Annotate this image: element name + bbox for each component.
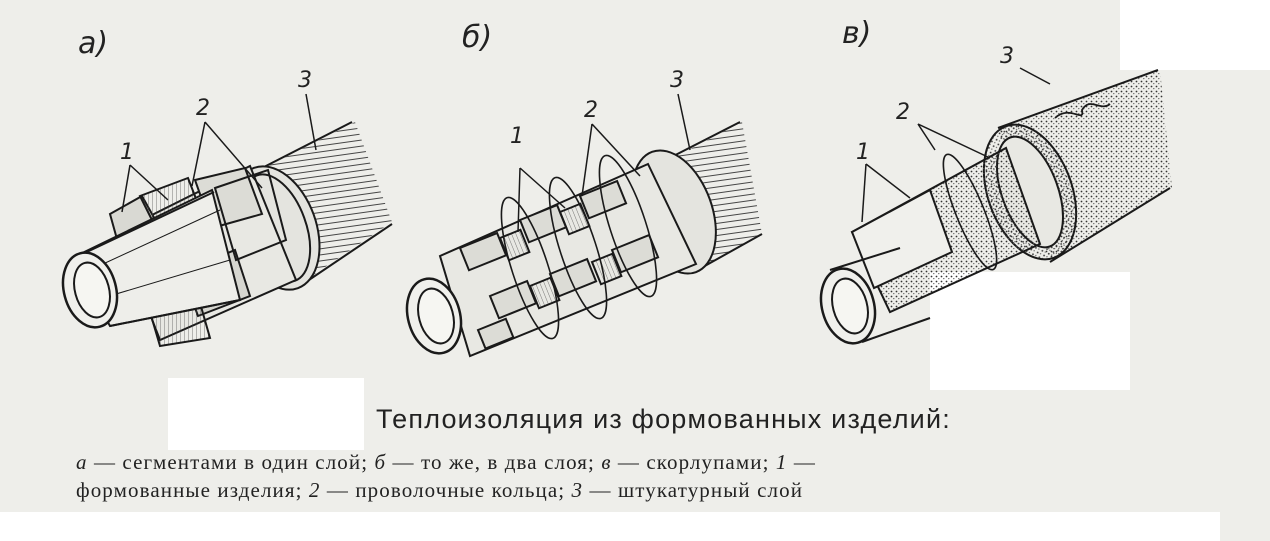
panel-b-callout-1: 1 <box>510 124 524 149</box>
legend-text-1: формованные изделия; <box>76 478 309 502</box>
panel-a-drawing <box>61 93 393 348</box>
caption-title: Теплоизоляция из формованных изделий: <box>376 404 951 434</box>
scan-patch <box>0 512 1220 541</box>
panel-v-callout-1: 1 <box>856 140 870 165</box>
legend-key-a: а <box>76 450 88 474</box>
scan-patch <box>1120 0 1270 70</box>
panel-a-callout-3: 3 <box>298 68 312 93</box>
legend-key-b: б <box>374 450 387 474</box>
panel-b-drawing <box>405 93 763 358</box>
panel-b-callout-3: 3 <box>670 68 684 93</box>
legend-text-b: — то же, в два слоя; <box>386 450 602 474</box>
panel-v-label: в) <box>842 16 872 51</box>
panel-v-callout-2: 2 <box>896 100 910 125</box>
caption-line-1: а — сегментами в один слой; б — то же, в… <box>76 450 816 475</box>
scan-patch <box>930 272 1130 390</box>
panel-a-callout-2: 2 <box>196 96 210 121</box>
scan-patch <box>168 378 364 450</box>
panel-b-callout-2: 2 <box>584 98 598 123</box>
legend-key-v: в <box>601 450 612 474</box>
legend-key-1: 1 <box>775 450 788 474</box>
legend-text-1-dash: — <box>787 450 816 474</box>
legend-key-2: 2 <box>308 478 321 502</box>
panel-a-callout-1: 1 <box>120 140 134 165</box>
panel-a-label: а) <box>78 26 109 61</box>
panel-b-label: б) <box>462 20 493 55</box>
legend-text-v: — скорлупами; <box>611 450 776 474</box>
legend-text-2: — проволочные кольца; <box>320 478 572 502</box>
legend-text-3: — штукатурный слой <box>583 478 804 502</box>
legend-key-3: 3 <box>571 478 584 502</box>
caption-line-2: формованные изделия; 2 — проволочные кол… <box>76 478 803 503</box>
legend-text-a: — сегментами в один слой; <box>87 450 375 474</box>
panel-v-callout-3: 3 <box>1000 44 1014 69</box>
insulation-diagram <box>61 67 1172 358</box>
panel-v-drawing <box>819 67 1172 345</box>
